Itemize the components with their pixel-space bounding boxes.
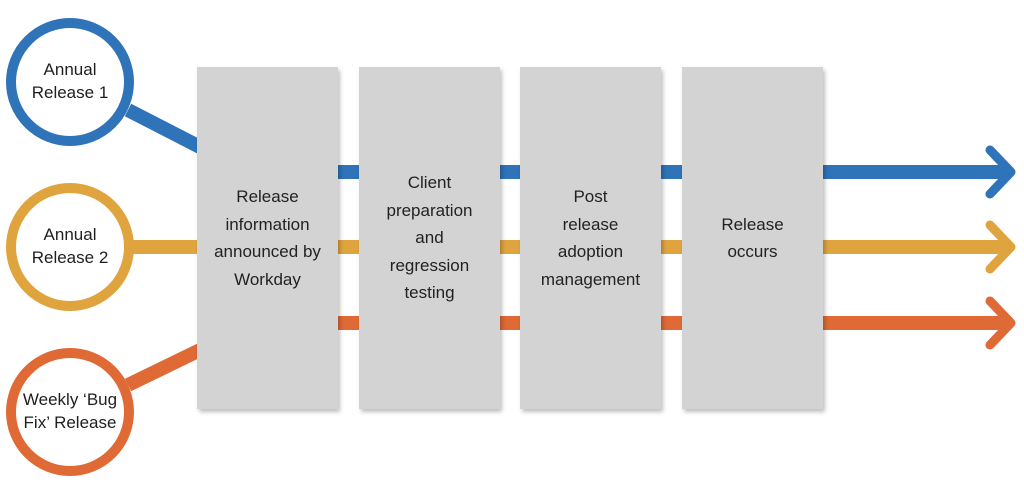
connector-annual-1 [124,103,204,154]
arrowhead-annual-2 [985,220,1016,274]
stage-box-adoption: Post release adoption management [520,67,661,409]
stream-label-annual-1: Annual Release 1 [31,60,109,102]
circle-annual-1 [6,18,134,146]
stream-annual-1 [6,18,1016,199]
stage-label: Client preparation and regression testin… [386,173,473,303]
stage-label: Release occurs [721,214,784,262]
stage-box-release: Release occurs [682,67,823,409]
stream-weekly [6,296,1016,476]
stage-label: Post release adoption management [540,187,641,289]
connector-weekly [124,343,204,392]
stream-label-weekly: Weekly ‘Bug Fix’ Release [22,390,118,432]
stage-box-announcement: Release information announced by Workday [197,67,338,409]
circle-annual-2 [6,183,134,311]
stage-label: Release information announced by Workday [214,187,321,289]
stream-annual-2 [6,183,1016,311]
stage-box-preparation: Client preparation and regression testin… [359,67,500,409]
arrowhead-weekly [985,296,1016,350]
circle-weekly [6,348,134,476]
arrowhead-annual-1 [985,145,1016,199]
stream-label-annual-2: Annual Release 2 [31,225,109,267]
